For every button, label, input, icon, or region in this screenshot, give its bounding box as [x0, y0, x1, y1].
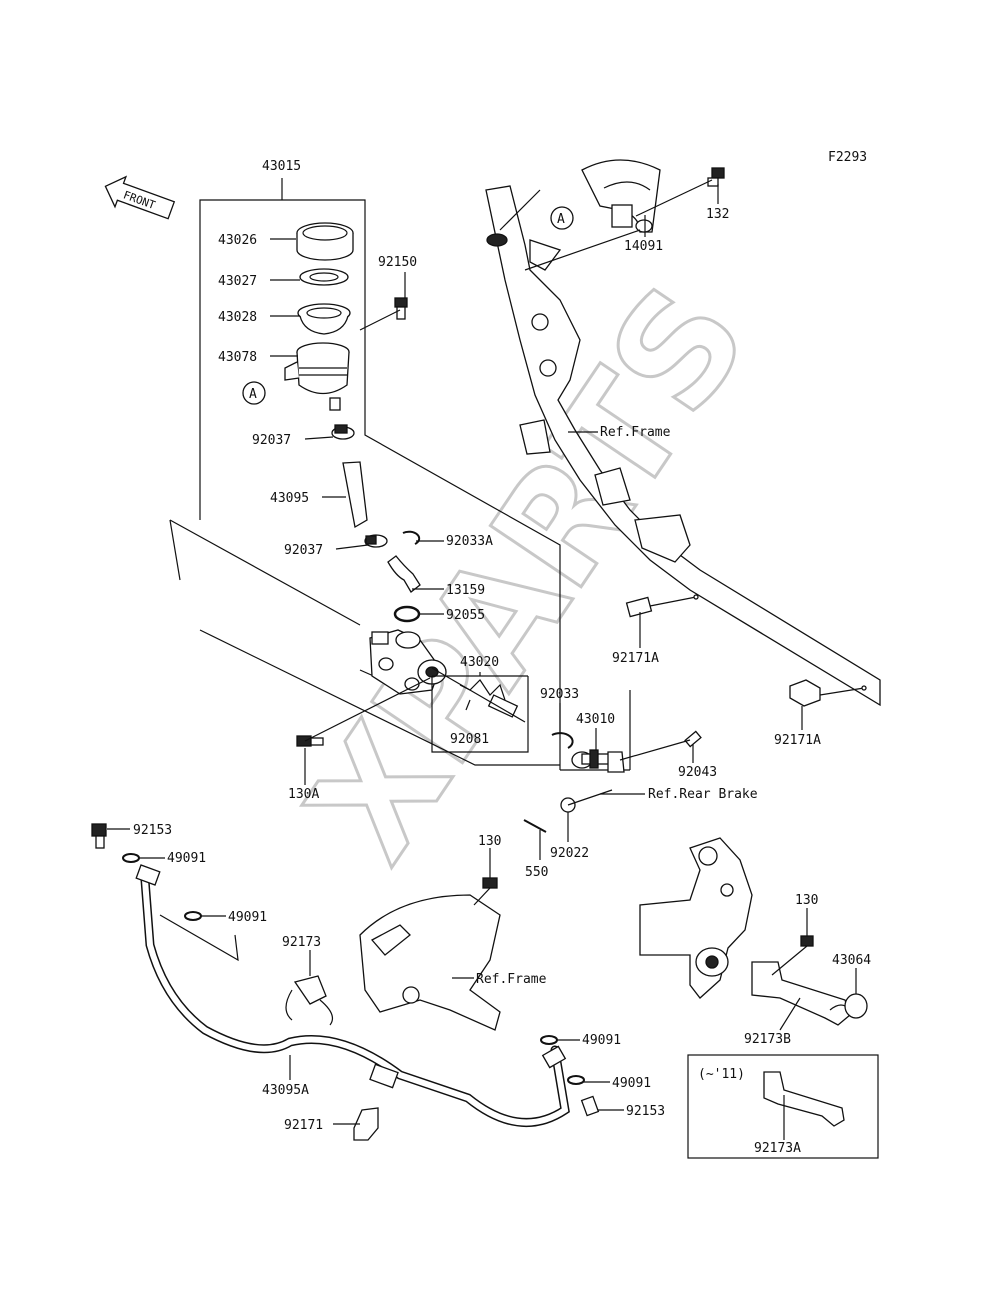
part-label: 43020 [460, 655, 499, 670]
part-label: 92171 [284, 1118, 323, 1133]
part-label: 43095A [262, 1083, 309, 1098]
ref-frame-lower: Ref.Frame [476, 972, 547, 987]
part-label: 130 [795, 893, 818, 908]
cotter-pin [523, 819, 547, 833]
washer-49091-b [184, 911, 202, 921]
clip-92171a-upper [625, 594, 699, 618]
banjo-bolt-lower [580, 1095, 600, 1117]
marker-a-frame: A [550, 206, 574, 230]
hose-clamp-upper [331, 424, 355, 440]
part-label: 43095 [270, 491, 309, 506]
diaphragm-plate [299, 268, 349, 286]
part-label: 43026 [218, 233, 257, 248]
part-label: 92033 [540, 687, 579, 702]
washer-49091-a [122, 853, 140, 863]
part-label: 43028 [218, 310, 257, 325]
part-label: 132 [706, 207, 729, 222]
part-label: 92055 [446, 608, 485, 623]
clip-92171 [353, 1107, 379, 1141]
part-label: 49091 [228, 910, 267, 925]
part-label: 92173A [754, 1141, 801, 1156]
master-cylinder-group [169, 178, 631, 771]
washer-49091-d [567, 1075, 585, 1085]
diaphragm [297, 303, 351, 335]
push-rod [571, 749, 625, 773]
rear-brake-pedal [639, 837, 753, 999]
bracket-92173b [751, 961, 851, 1026]
banjo-bolt-upper [91, 823, 107, 849]
part-label: 92171A [774, 733, 821, 748]
part-label: 43027 [218, 274, 257, 289]
part-label: 14091 [624, 239, 663, 254]
piston-assembly [431, 667, 529, 753]
circlip-92033 [551, 732, 574, 749]
bolt-130-pedal [771, 935, 814, 976]
part-label: 43015 [262, 159, 301, 174]
part-label: 130A [288, 787, 319, 802]
diagram-code: F2293 [828, 150, 867, 165]
lower-frame [359, 894, 501, 1031]
reservoir [284, 342, 350, 411]
part-label: 92153 [626, 1104, 665, 1119]
part-label: 92037 [284, 543, 323, 558]
part-label: 43078 [218, 350, 257, 365]
bracket-92173 [285, 975, 333, 1026]
part-label: 92173 [282, 935, 321, 950]
hose-clamp-lower [364, 534, 388, 548]
inset-note: (~'11) [698, 1067, 745, 1082]
bolt-130-lower [473, 877, 498, 906]
marker-a-frame-label: A [557, 212, 565, 227]
part-label: 13159 [446, 583, 485, 598]
part-label: 92173B [744, 1032, 791, 1047]
marker-a-reservoir: A [242, 381, 266, 405]
part-label: 43064 [832, 953, 871, 968]
reservoir-hose [342, 461, 368, 529]
part-label: 92171A [612, 651, 659, 666]
circlip-92033a [402, 530, 421, 545]
marker-a-reservoir-label: A [249, 387, 257, 402]
part-label: 92037 [252, 433, 291, 448]
hose-elbow [387, 555, 421, 593]
ref-rear-brake: Ref.Rear Brake [648, 787, 758, 802]
clevis-pin [619, 730, 702, 761]
part-label: 92153 [133, 823, 172, 838]
part-label: 49091 [582, 1033, 621, 1048]
part-label: 92022 [550, 846, 589, 861]
front-arrow-icon: FRONT [104, 175, 176, 220]
frame-guard-14091 [581, 159, 661, 233]
part-labels: 43015 43026 43027 43028 43078 92150 9203… [133, 159, 871, 1156]
bolt-132 [635, 167, 725, 217]
part-label: 43010 [576, 712, 615, 727]
part-label: 550 [525, 865, 548, 880]
o-ring-92055 [393, 605, 421, 623]
ref-frame-upper: Ref.Frame [600, 425, 671, 440]
inset-box: (~'11) [687, 1054, 879, 1159]
part-label: 49091 [167, 851, 206, 866]
upper-frame [485, 185, 881, 707]
part-label: 92043 [678, 765, 717, 780]
part-label: 49091 [612, 1076, 651, 1091]
grommet-43064 [844, 993, 868, 1019]
reservoir-cap [296, 222, 354, 261]
part-label: 92033A [446, 534, 493, 549]
master-cylinder-body [369, 629, 447, 695]
washer-49091-c [540, 1035, 558, 1045]
clip-92171a-lower [789, 679, 867, 707]
bolt-92150 [359, 297, 408, 331]
bolt-130a [296, 677, 431, 747]
part-label: 92081 [450, 732, 489, 747]
part-label: 92150 [378, 255, 417, 270]
leader-lines [107, 184, 857, 1140]
part-label: 130 [478, 834, 501, 849]
